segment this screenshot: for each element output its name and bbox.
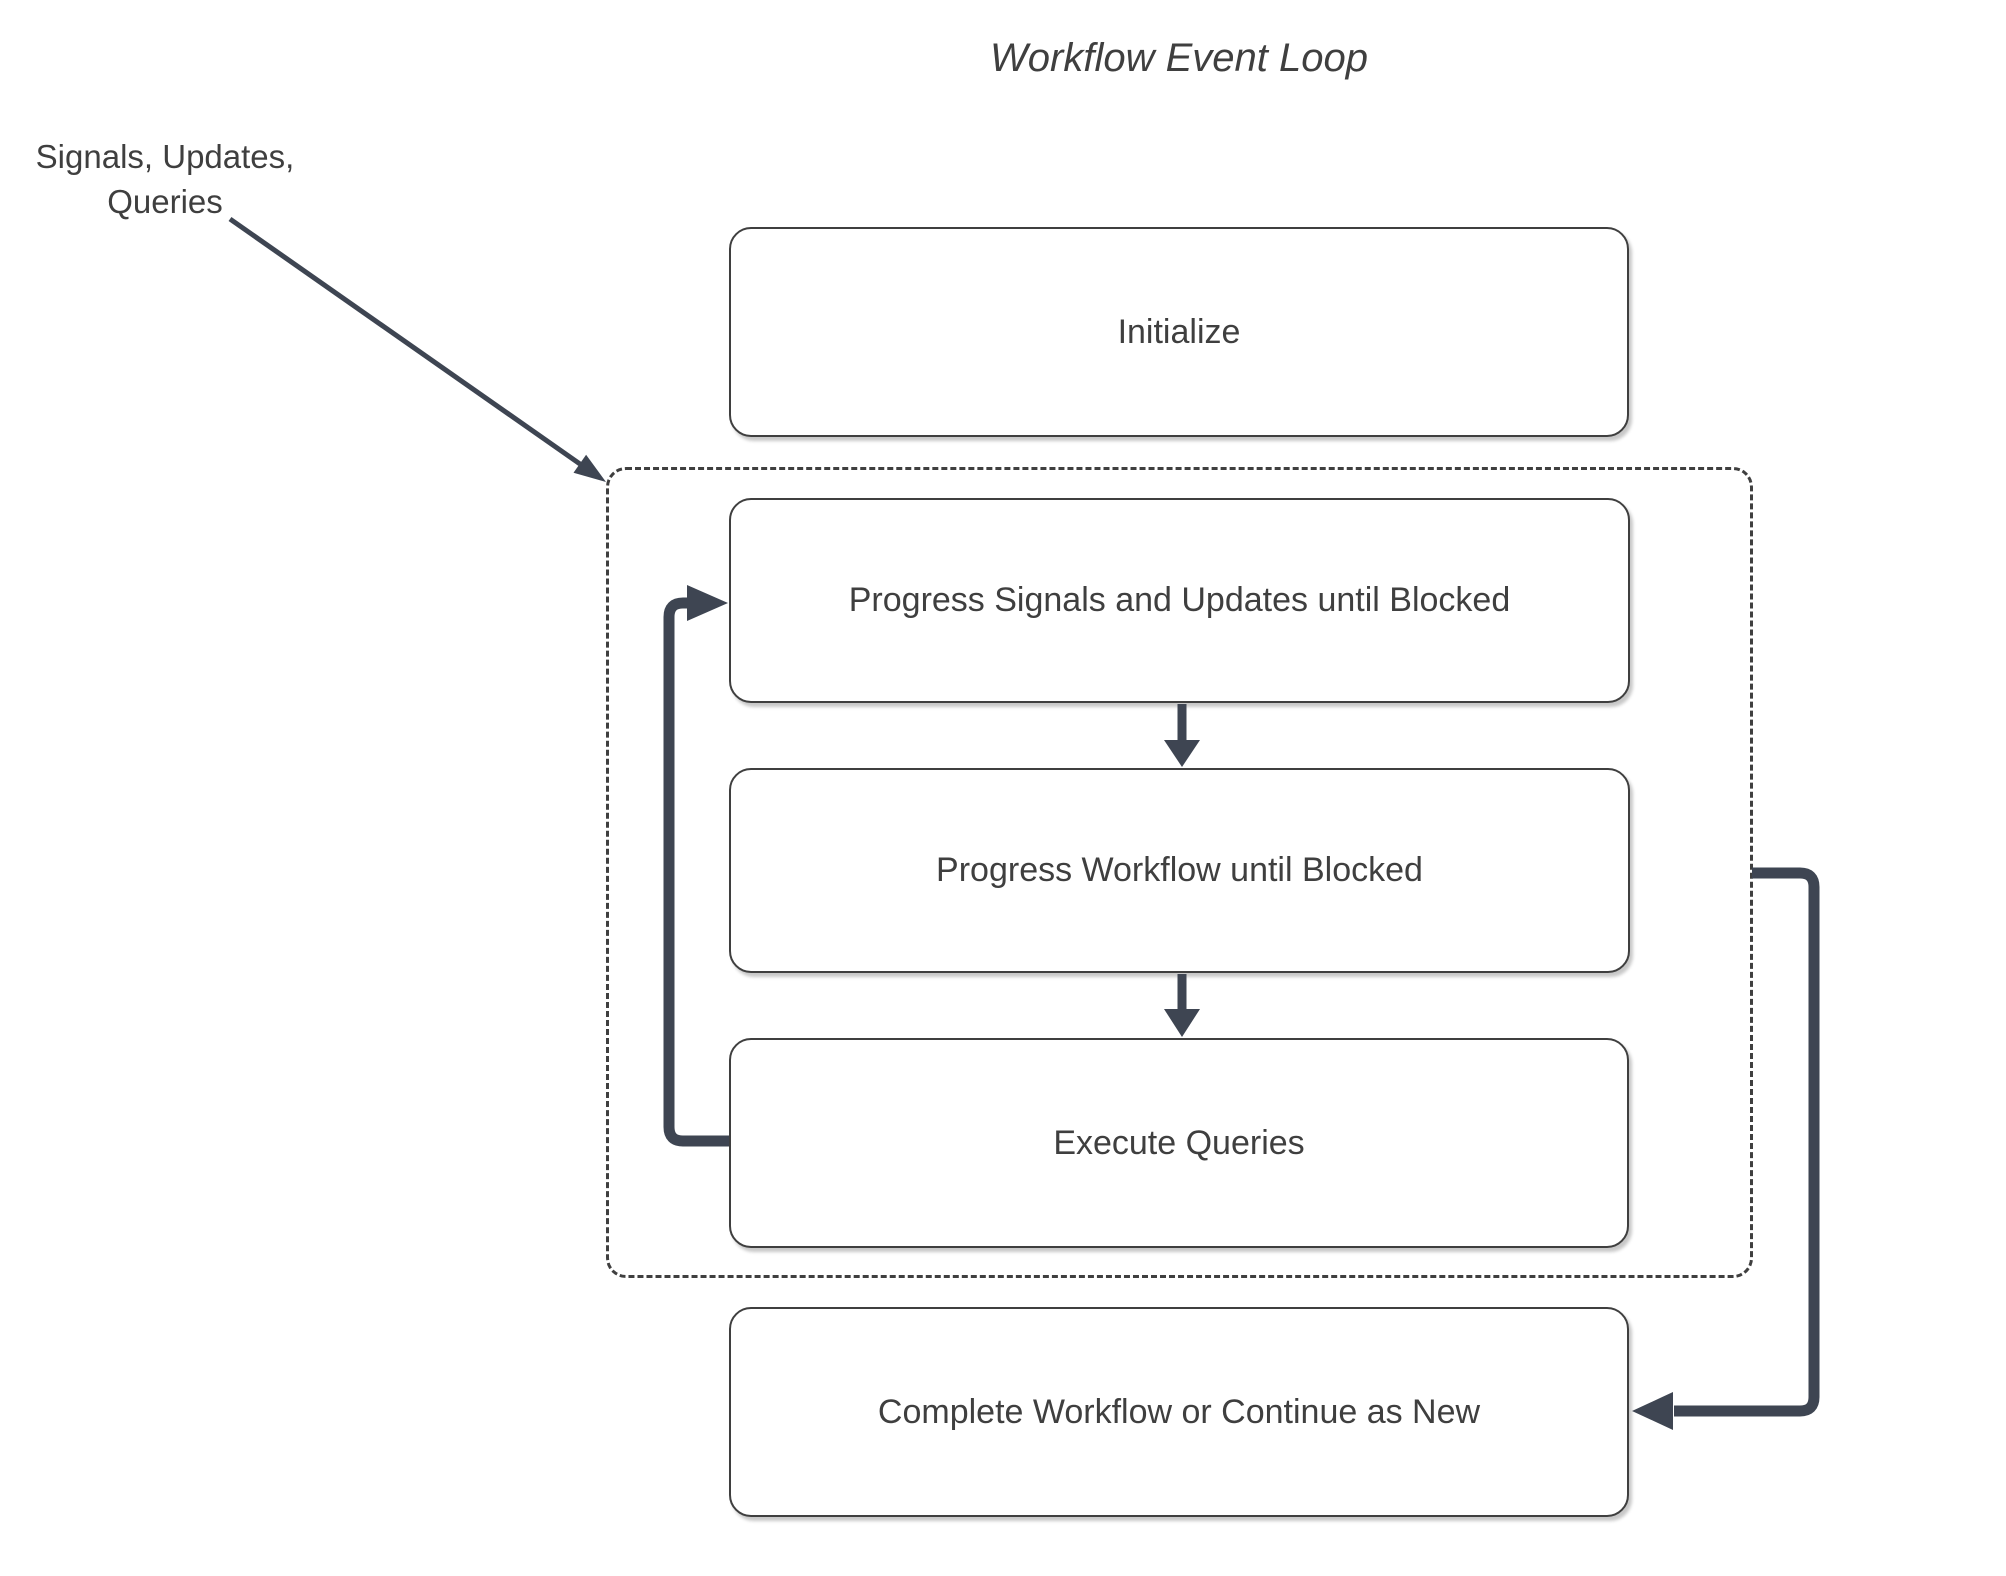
node-progress-workflow: Progress Workflow until Blocked <box>729 768 1630 973</box>
signals-updates-queries-label: Signals, Updates, Queries <box>15 134 315 224</box>
signals-updates-queries-label-line1: Signals, Updates, <box>35 138 295 175</box>
node-progress-signals-and-updates: Progress Signals and Updates until Block… <box>729 498 1630 703</box>
signals-updates-queries-label-line2: Queries <box>107 183 223 220</box>
node-progress-signals-and-updates-label: Progress Signals and Updates until Block… <box>848 581 1511 619</box>
node-execute-queries: Execute Queries <box>729 1038 1629 1248</box>
node-initialize-label: Initialize <box>1117 312 1241 351</box>
signals-input-arrow <box>228 216 606 482</box>
node-execute-queries-label: Execute Queries <box>1053 1123 1305 1162</box>
diagram-title: Workflow Event Loop <box>990 36 1368 80</box>
node-complete-workflow: Complete Workflow or Continue as New <box>729 1307 1629 1517</box>
node-progress-workflow-label: Progress Workflow until Blocked <box>936 851 1423 889</box>
node-complete-workflow-label: Complete Workflow or Continue as New <box>877 1392 1481 1431</box>
node-initialize: Initialize <box>729 227 1629 437</box>
